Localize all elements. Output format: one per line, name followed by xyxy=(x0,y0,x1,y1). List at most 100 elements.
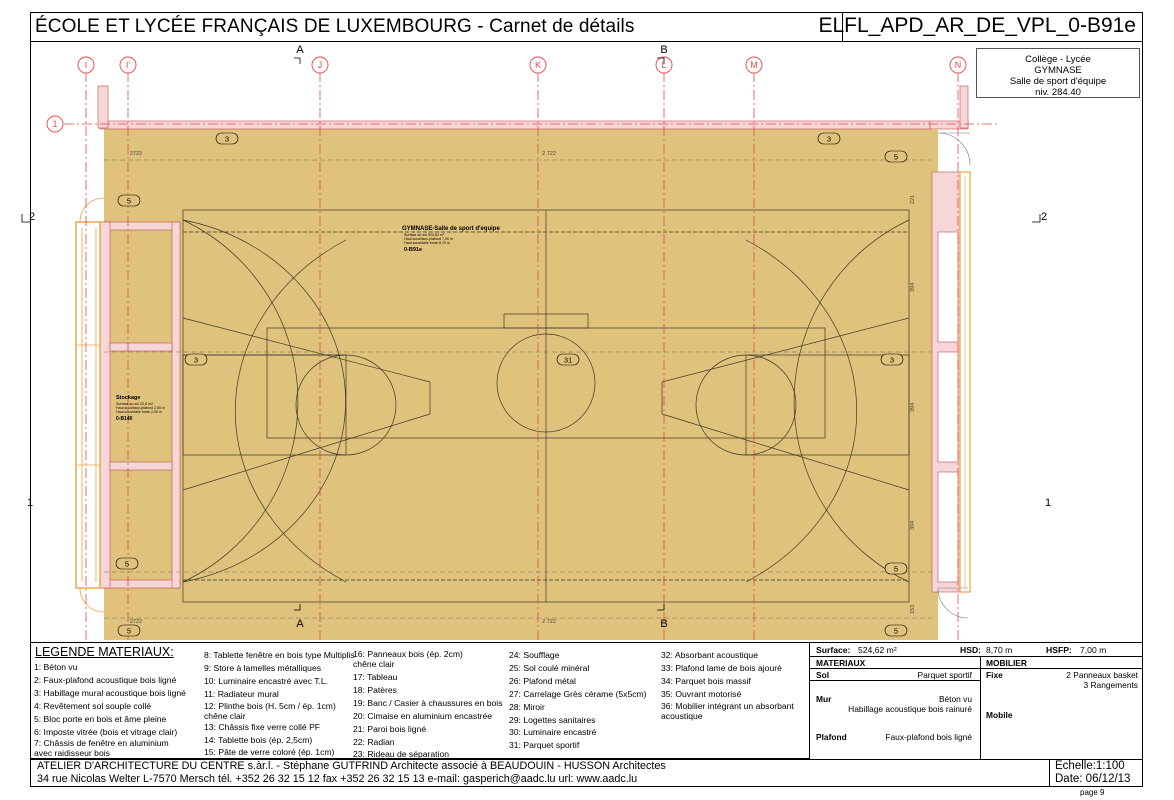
room-box-line-4: niv. 284.40 xyxy=(1035,87,1081,98)
tag-3-mid-right: 3 xyxy=(890,356,894,365)
date-label: Date: 06/12/13 xyxy=(1055,773,1131,785)
legend-item: 4: Revêtement sol souple collé xyxy=(34,700,152,711)
door-swing-bottom-right xyxy=(937,587,969,619)
legend-column-3: 16: Panneaux bois (ép. 2cm) chêne clair … xyxy=(353,649,503,761)
dim-right-3: 394 xyxy=(910,403,916,412)
hsd-label: HSD: xyxy=(960,645,982,655)
document-code: ELFL_APD_AR_DE_VPL_0-B91e xyxy=(818,14,1136,37)
legend-item: 23: Rideau de séparation xyxy=(353,749,450,760)
tag-5-right-lower: 5 xyxy=(894,565,898,574)
court-markings xyxy=(182,209,910,603)
legend-item: 32: Absorbant acoustique xyxy=(661,650,758,660)
legend-item: 30: Luminaire encastré xyxy=(509,727,597,738)
dim-bottom-mid: 2 722 xyxy=(542,619,556,625)
sol-value: Parquet sportif xyxy=(917,670,972,680)
legend-item: 35: Ouvrant motorisé xyxy=(661,688,742,699)
storage-divider-1 xyxy=(109,342,173,352)
legend-item: 20: Cimaise en aluminium encastrée xyxy=(353,710,492,721)
section-1-left: 1 xyxy=(27,497,33,509)
storage-line-3: Haut.sous/dalle brute 2,50 m xyxy=(116,410,162,414)
legend-item: acoustique xyxy=(661,710,703,721)
hsfp-label: HSFP: xyxy=(1046,645,1072,655)
hsfp-value: 7,00 m xyxy=(1080,645,1107,655)
mobilier-header: MOBILIER xyxy=(986,658,1027,668)
room-line-2: Haut.sous/faux-plafond 7,00 m xyxy=(404,237,453,241)
legend-item: 29: Logettes sanitaires xyxy=(509,714,596,725)
section-b-top: B xyxy=(660,44,667,56)
floor-plan: I I' J K L M N 1 A B A B 2 2 1 1 GYMNASE… xyxy=(21,44,1051,640)
document-title: ÉCOLE ET LYCÉE FRANÇAIS DE LUXEMBOURG - … xyxy=(35,16,635,37)
room-name: GYMNASE-Salle de sport d'equipe xyxy=(402,226,500,232)
storage-partition xyxy=(171,221,181,589)
legend-column-4: 24: Soufflage 25: Sol coulé minéral 26: … xyxy=(509,649,647,752)
storage-line-2: Haut.sous/faux-plafond 2,50 m xyxy=(116,406,165,410)
tag-5-left-lower: 5 xyxy=(125,560,129,569)
legend-item: 26: Plafond métal xyxy=(509,675,576,686)
materials-legend: LEGENDE MATERIAUX: 1: Béton vu 2: Faux-p… xyxy=(30,642,810,759)
axis-label-m: M xyxy=(750,60,758,70)
dim-bottom-left: 2722 xyxy=(130,619,142,625)
room-code: 0-B91e xyxy=(404,247,422,253)
axis-label-i-prime: I' xyxy=(126,60,131,70)
mur-value-1: Béton vu xyxy=(938,694,972,704)
mur-value-2: Habillage acoustique bois rainuré xyxy=(848,704,972,714)
fixe-label: Fixe xyxy=(986,670,1003,680)
tag-31-center: 31 xyxy=(564,356,572,365)
legend-item: 28: Miroir xyxy=(509,701,545,712)
legend-item: 19: Banc / Casier à chaussures en bois xyxy=(353,697,503,708)
room-box-line-3: Salle de sport d'équipe xyxy=(1009,76,1107,87)
legend-item: 3: Habillage mural acoustique bois ligné xyxy=(34,687,186,698)
legend-item: 13: Châssis fixe verre collé PF xyxy=(204,721,321,732)
dim-right-5: 153 xyxy=(910,605,916,614)
room-box-line-1: Collège - Lycée xyxy=(1025,54,1091,65)
wall-stub-right-vertical xyxy=(959,85,969,129)
footer-divider xyxy=(1049,760,1050,786)
legend-column-2: 8: Tablette fenêtre en bois type Multipl… xyxy=(204,649,355,759)
dim-right-2: 394 xyxy=(910,283,916,292)
wall-stub-left xyxy=(97,85,109,129)
floor-plan-frame xyxy=(30,42,1143,642)
legend-item: 31: Parquet sportif xyxy=(509,740,580,751)
legend-item: 27: Carrelage Grès cérame (5x5cm) xyxy=(509,688,647,699)
legend-item: 8: Tablette fenêtre en bois type Multipl… xyxy=(204,650,355,660)
axis-label-l: L xyxy=(661,60,666,70)
room-dimensions-row: Surface: 524,62 m² HSD: 8,70 m HSFP: 7,0… xyxy=(810,643,1143,657)
legend-item: avec raidisseur bois xyxy=(34,748,110,759)
page-number: page 9 xyxy=(1080,788,1105,797)
legend-item: 9: Store à lamelles métalliques xyxy=(204,662,322,673)
room-info-box: Collège - Lycée GYMNASE Salle de sport d… xyxy=(976,48,1140,98)
storage-code: 0-B140 xyxy=(116,416,133,422)
top-wall xyxy=(99,120,931,130)
legend-item: 25: Sol coulé minéral xyxy=(509,662,590,673)
legend-title: LEGENDE MATERIAUX: xyxy=(35,645,174,659)
right-panel-1 xyxy=(937,231,959,343)
tag-5-bottom-left: 5 xyxy=(127,627,131,636)
material-tags xyxy=(115,132,908,637)
left-wall xyxy=(99,221,111,589)
storage-line-1: Surface au sol 22,8 m2 xyxy=(116,402,153,406)
dim-right-4: 394 xyxy=(910,521,916,530)
section-b-bottom: B xyxy=(660,618,667,630)
legend-item: 15: Pâte de verre coloré (ép. 1cm) xyxy=(204,747,335,758)
mobile-label: Mobile xyxy=(986,710,1013,720)
legend-item: 24: Soufflage xyxy=(509,650,560,660)
contact-line: 34 rue Nicolas Welter L-7570 Mersch tél.… xyxy=(37,773,638,785)
sol-label: Sol xyxy=(816,670,830,680)
fixe-value-1: 2 Panneaux basket xyxy=(1066,670,1138,680)
legend-item: 17: Tableau xyxy=(353,672,398,682)
architect-line: ATELIER D'ARCHITECTURE DU CENTRE s.àr.l.… xyxy=(37,760,666,772)
storage-bottom-wall xyxy=(99,579,181,589)
legend-item: 2: Faux-plafond acoustique bois ligné xyxy=(34,674,177,685)
axis-grid xyxy=(64,72,1000,640)
legend-item: 12: Plinthe bois (H. 5cm / ép. 1cm) xyxy=(204,700,336,711)
axis-label-1: 1 xyxy=(52,119,57,129)
tag-3-mid-left: 3 xyxy=(194,356,198,365)
legend-item: 22: Radian xyxy=(353,736,395,747)
header-divider xyxy=(842,13,843,42)
right-panel-3 xyxy=(937,471,959,583)
legend-item: 21: Paroi bois ligné xyxy=(353,723,427,734)
section-a-bottom: A xyxy=(296,618,304,630)
room-line-1: Surface au sol 524,62 m² xyxy=(404,233,445,237)
storage-name: Stockage xyxy=(116,395,140,401)
axis-label-i: I xyxy=(85,60,88,70)
